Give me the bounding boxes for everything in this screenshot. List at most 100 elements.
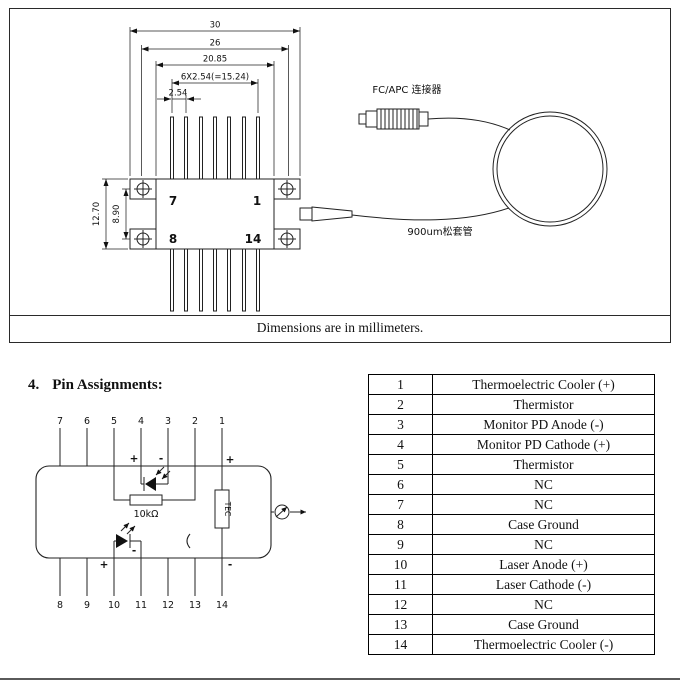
dim-label-height-outer: 12.70 <box>92 202 102 226</box>
pin-number-cell: 10 <box>368 554 433 575</box>
pin-assignment-cell: Thermoelectric Cooler (-) <box>432 634 655 655</box>
fiber-output-icon <box>271 504 306 520</box>
dim-label-pin-span: 6X2.54(=15.24) <box>181 73 249 83</box>
bottom-pin-number: 12 <box>162 600 174 611</box>
connector-label: FC/APC 连接器 <box>372 83 441 96</box>
fiber-lead <box>351 207 510 221</box>
mechanical-drawing-box: 7 1 8 14 <box>9 8 671 343</box>
pin-assignment-cell: Thermoelectric Cooler (+) <box>432 374 655 395</box>
dimension-lines <box>102 27 301 250</box>
lens-icon <box>186 533 191 549</box>
thermistor-icon <box>113 466 196 506</box>
fiber-coil <box>492 111 608 227</box>
mounting-hole-icon <box>134 180 296 248</box>
dim-label-overall: 30 <box>210 21 221 31</box>
bottom-pin-number: 14 <box>216 600 228 611</box>
pin-number-cell: 3 <box>368 414 433 435</box>
package-pin-14: 14 <box>245 232 262 246</box>
pin-schematic: 7 6 5 4 3 2 1 8 <box>18 404 353 659</box>
pin-assignment-cell: NC <box>432 534 655 555</box>
pin-number-cell: 14 <box>368 634 433 655</box>
pd-plus-mark: + <box>130 453 139 465</box>
top-pin-numbers: 7 6 5 4 3 2 1 <box>57 416 225 427</box>
package-pin-8: 8 <box>169 232 177 246</box>
dim-label-mid: 26 <box>210 39 221 49</box>
pin-number-cell: 7 <box>368 494 433 515</box>
dim-label-height-body: 8.90 <box>112 205 122 224</box>
fc-apc-connector: FC/APC 连接器 <box>358 83 511 131</box>
pin-assignment-cell: Laser Cathode (-) <box>432 574 655 595</box>
top-pin-number: 2 <box>192 416 198 427</box>
top-pin-number: 3 <box>165 416 171 427</box>
top-pin-number: 7 <box>57 416 63 427</box>
pin-assignment-cell: Thermistor <box>432 454 655 475</box>
monitor-photodiode-icon <box>140 466 171 491</box>
dim-label-body: 20.85 <box>203 55 227 65</box>
mechanical-drawing: 7 1 8 14 <box>92 21 608 312</box>
package-pin-1: 1 <box>253 194 261 208</box>
pin-assignment-cell: NC <box>432 474 655 495</box>
ld-minus-mark: - <box>132 545 136 557</box>
pin-assignment-cell: NC <box>432 494 655 515</box>
pin-number-cell: 9 <box>368 534 433 555</box>
pin-assignment-cell: Monitor PD Anode (-) <box>432 414 655 435</box>
top-pin-number: 6 <box>84 416 90 427</box>
fiber-boot <box>299 207 313 221</box>
fiber-boot-taper <box>311 206 353 222</box>
tec-icon <box>214 466 230 558</box>
fiber-label: 900um松套管 <box>407 225 472 238</box>
package-pin-7: 7 <box>169 194 177 208</box>
pin-assignment-cell: Case Ground <box>432 514 655 535</box>
fiber-assembly: 900um松套管 <box>299 111 608 238</box>
dimension-labels: 30 26 20.85 6X2.54(=15.24) 2.54 12.70 8.… <box>92 21 249 227</box>
section-heading: 4. Pin Assignments: <box>28 377 163 394</box>
page-bottom-rule <box>0 678 680 680</box>
section-title: Pin Assignments: <box>52 377 163 393</box>
butterfly-package: 7 1 8 14 <box>129 116 301 312</box>
pin-schematic-drawing: 7 6 5 4 3 2 1 8 <box>35 416 306 611</box>
pd-minus-mark: - <box>159 453 163 465</box>
pin-number-cell: 11 <box>368 574 433 595</box>
bottom-pin-number: 11 <box>135 600 147 611</box>
pin-number-cell: 1 <box>368 374 433 395</box>
pin-assignment-cell: Laser Anode (+) <box>432 554 655 575</box>
pin-assignment-cell: Case Ground <box>432 614 655 635</box>
section-number: 4. <box>28 377 40 393</box>
bottom-pin-number: 9 <box>84 600 90 611</box>
pin-number-cell: 4 <box>368 434 433 455</box>
pin-assignment-cell: Monitor PD Cathode (+) <box>432 434 655 455</box>
bottom-pin-numbers: 8 9 10 11 12 13 14 <box>57 600 228 611</box>
top-leads <box>59 428 223 466</box>
top-pin-number: 1 <box>219 416 225 427</box>
pin-number-cell: 5 <box>368 454 433 475</box>
top-pin-number: 5 <box>111 416 117 427</box>
pin-assignment-cell: Thermistor <box>432 394 655 415</box>
tec-minus-mark: - <box>228 559 232 571</box>
tec-label: TEC <box>223 501 232 517</box>
pin-number-cell: 8 <box>368 514 433 535</box>
drawing-caption: Dimensions are in millimeters. <box>10 315 670 342</box>
pin-number-cell: 13 <box>368 614 433 635</box>
tec-plus-mark: + <box>226 454 235 466</box>
connector-knurl <box>380 109 418 129</box>
dim-label-pitch: 2.54 <box>169 89 188 99</box>
laser-diode-icon <box>113 522 142 558</box>
ld-plus-mark: + <box>100 559 109 571</box>
connector-fiber <box>427 117 511 131</box>
pin-number-cell: 6 <box>368 474 433 495</box>
